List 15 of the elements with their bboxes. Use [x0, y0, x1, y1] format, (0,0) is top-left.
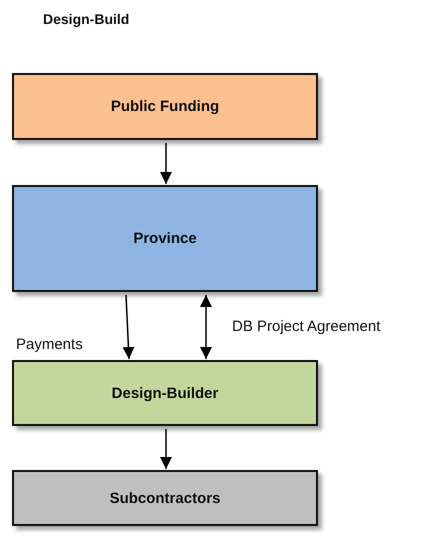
- process-box: [12, 360, 318, 426]
- arrow: [160, 143, 172, 184]
- arrow: [160, 429, 172, 469]
- arrow: [122, 294, 134, 360]
- diagram-title: Design-Build: [43, 11, 130, 27]
- process-box: [12, 185, 318, 292]
- box-label: Public Funding: [110, 98, 220, 115]
- edge-label: DB Project Agreement: [232, 318, 380, 335]
- arrow: [200, 295, 212, 359]
- process-box: [12, 470, 318, 526]
- edge-label: Payments: [16, 336, 83, 353]
- box-label: Design-Builder: [112, 384, 218, 402]
- process-box: [12, 73, 318, 140]
- box-label: Province: [133, 230, 197, 247]
- box-label: Subcontractors: [110, 490, 220, 506]
